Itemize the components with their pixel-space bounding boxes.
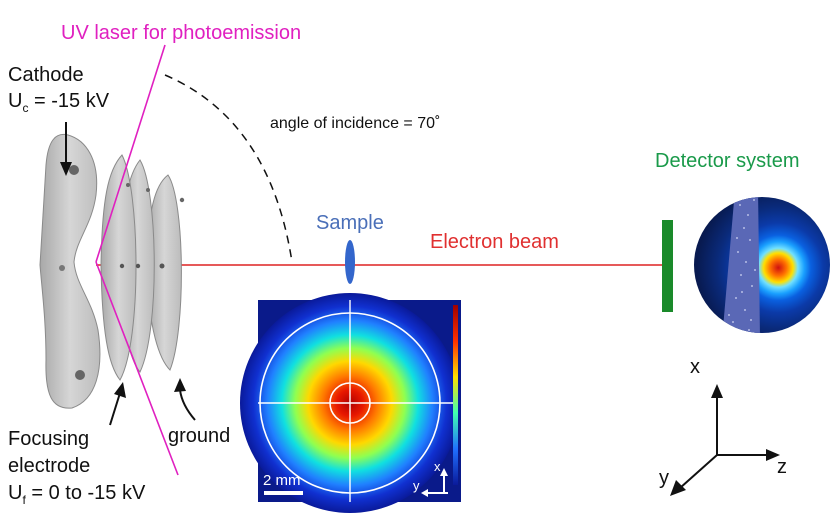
detector-plate — [662, 220, 673, 312]
cathode-title: Cathode — [8, 64, 84, 86]
focusing-label-line1: Focusing — [8, 428, 90, 450]
inset-axes — [421, 468, 448, 497]
uv-laser-label: UV laser for photoemission — [61, 22, 302, 44]
beam-profile-inset — [240, 293, 461, 513]
focusing-voltage-symbol: U — [8, 482, 23, 504]
focusing-electrode — [100, 154, 155, 381]
axis-x-label: x — [690, 356, 700, 378]
ground-arrow — [174, 378, 196, 421]
cathode-voltage-symbol: U — [8, 90, 23, 112]
inset-axis-y-label: y — [413, 478, 420, 493]
angle-arc — [164, 74, 293, 263]
coordinate-axes — [670, 384, 780, 496]
angle-label: angle of incidence = 70˚ — [270, 115, 441, 132]
scale-bar — [264, 491, 303, 495]
uv-laser-path — [95, 44, 179, 476]
focusing-arrow — [109, 382, 126, 426]
axis-z-label: z — [777, 456, 787, 478]
focusing-voltage-subscript: f — [22, 493, 26, 507]
scale-bar-label: 2 mm — [263, 472, 301, 489]
cathode-voltage-value: = -15 kV — [34, 90, 110, 112]
ground-label: ground — [168, 425, 231, 447]
cathode-voltage: Uc = -15 kV — [8, 90, 110, 115]
focusing-label-line2: electrode — [8, 455, 91, 477]
sample-label: Sample — [316, 212, 384, 234]
sample-disk — [345, 240, 355, 284]
inset-axis-x-label: x — [434, 459, 441, 474]
focusing-voltage: Uf = 0 to -15 kV — [8, 482, 146, 507]
detector-label: Detector system — [655, 150, 800, 172]
axis-y-label: y — [659, 467, 669, 489]
detector-system — [662, 197, 830, 333]
cathode-voltage-subscript: c — [22, 101, 29, 115]
cathode — [39, 133, 101, 409]
cathode-arrow — [60, 122, 72, 176]
focusing-voltage-value: = 0 to -15 kV — [31, 482, 146, 504]
electron-beam-label: Electron beam — [430, 231, 559, 253]
